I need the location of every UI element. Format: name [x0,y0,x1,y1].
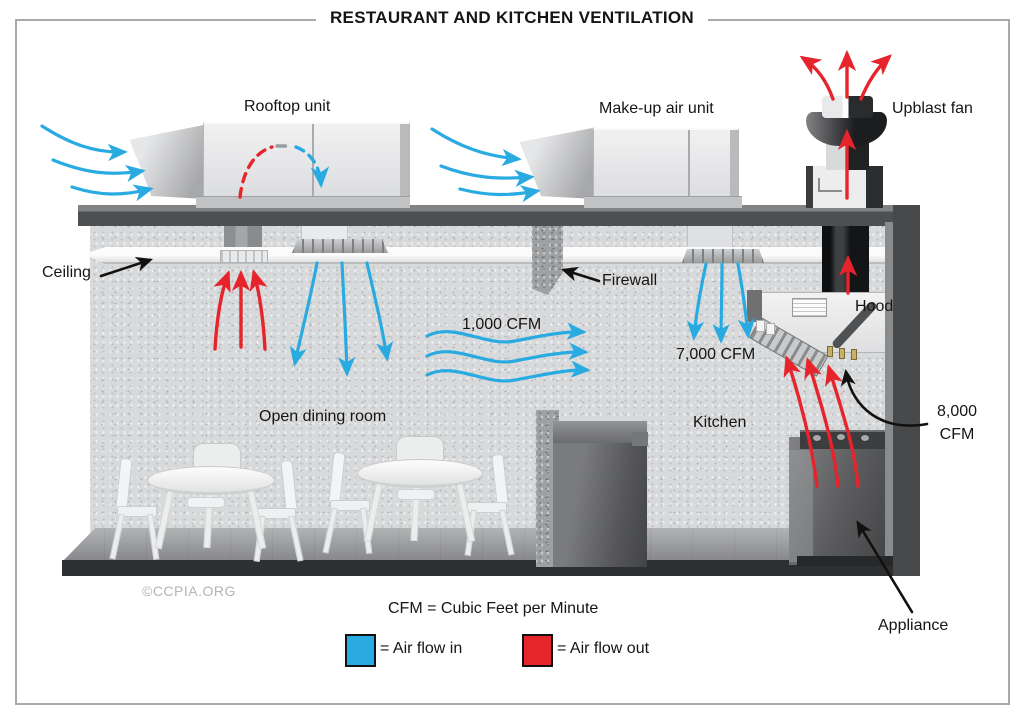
legend-air-flow-out: = Air flow out [557,640,650,657]
right-wall-inner-face [885,222,893,556]
label-hood: Hood [855,298,894,315]
appliance-side-panel [789,450,813,562]
stool [187,497,225,508]
appliance-base [797,556,909,566]
burner [812,434,822,442]
service-counter-lip [632,432,648,446]
air-out-arrow [859,54,893,101]
rooftop-unit [203,122,410,200]
value-dining-supply-cfm: 1,000 CFM [462,316,542,333]
upblast-fan-motor [822,96,873,118]
hood-end-cap [747,290,762,322]
return-grille [220,250,268,263]
value-hood-exhaust-cfm: 8,000 CFM [936,403,978,444]
dining-chair [322,451,376,554]
cfm-definition: CFM = Cubic Feet per Minute [388,600,599,617]
dining-table [357,459,483,488]
floor-slab [62,560,920,576]
label-firewall: Firewall [602,272,658,289]
floor-surface [62,528,893,562]
air-in-arrow [40,124,128,162]
hood-light [766,323,775,335]
burner [836,433,846,441]
label-ceiling: Ceiling [42,264,91,281]
air-in-arrow [439,164,535,187]
makeup-air-unit-curb [584,196,742,208]
roof-slab [78,205,920,226]
dining-chair [109,457,163,560]
air-in-arrow [458,185,541,203]
label-makeup-air-unit: Make-up air unit [599,100,714,117]
label-appliance: Appliance [878,617,949,634]
air-flow-out-swatch [522,634,553,667]
air-in-arrow [70,184,154,202]
air-out-arrow [799,55,835,101]
air-in-arrow [51,158,146,183]
hood-light [756,320,765,332]
dining-table [147,466,275,495]
page-title: RESTAURANT AND KITCHEN VENTILATION [315,8,709,28]
upblast-fan-curb-detail [818,178,842,192]
service-counter [553,421,647,567]
stool [397,489,435,500]
dining-diffuser [292,239,388,253]
legend-air-flow-in: = Air flow in [380,640,463,657]
ceiling-slab [84,247,893,264]
service-counter-top [553,421,647,443]
right-wall [893,205,920,576]
label-kitchen: Kitchen [693,414,747,431]
rooftop-unit-intake-scoop [129,124,206,199]
copyright-text: ©CCPIA.ORG [142,583,236,599]
label-upblast-fan: Upblast fan [892,100,973,117]
burner [860,434,870,442]
kitchen-diffuser [682,249,764,263]
air-flow-in-swatch [345,634,376,667]
hood-stud [827,346,833,357]
label-open-dining-room: Open dining room [259,408,387,425]
air-in-arrow [430,127,522,167]
value-kitchen-supply-cfm: 7,000 CFM [676,346,756,363]
hood-stud [839,348,845,359]
hood-stud [851,349,857,360]
hood-label-panel [792,298,827,317]
makeup-air-unit [593,128,739,201]
rooftop-unit-curb [196,196,410,208]
label-rooftop-unit: Rooftop unit [244,98,331,115]
makeup-air-unit-intake-scoop [519,127,595,199]
